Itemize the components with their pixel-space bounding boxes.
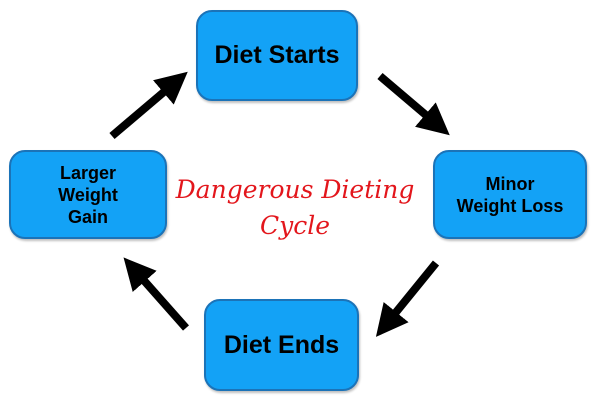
minor-weight-loss-label: Minor Weight Loss	[456, 173, 564, 216]
larger-weight-gain-label: Larger Weight Gain	[58, 162, 118, 227]
arrow-top-to-right	[377, 72, 450, 136]
diet-ends-label: Diet Ends	[223, 330, 340, 359]
cycle-title: Dangerous Dieting Cycle	[165, 172, 425, 244]
cycle-title-text: Dangerous Dieting Cycle	[175, 175, 415, 240]
larger-weight-gain-node: Larger Weight Gain	[9, 150, 167, 239]
arrow-right-to-bottom	[375, 260, 440, 337]
diet-starts-node: Diet Starts	[196, 10, 358, 101]
minor-weight-loss-node: Minor Weight Loss	[433, 150, 587, 239]
arrow-bottom-to-left	[123, 257, 189, 331]
arrow-left-to-top	[109, 71, 188, 140]
diet-ends-node: Diet Ends	[204, 299, 359, 391]
diet-starts-label: Diet Starts	[214, 41, 340, 69]
